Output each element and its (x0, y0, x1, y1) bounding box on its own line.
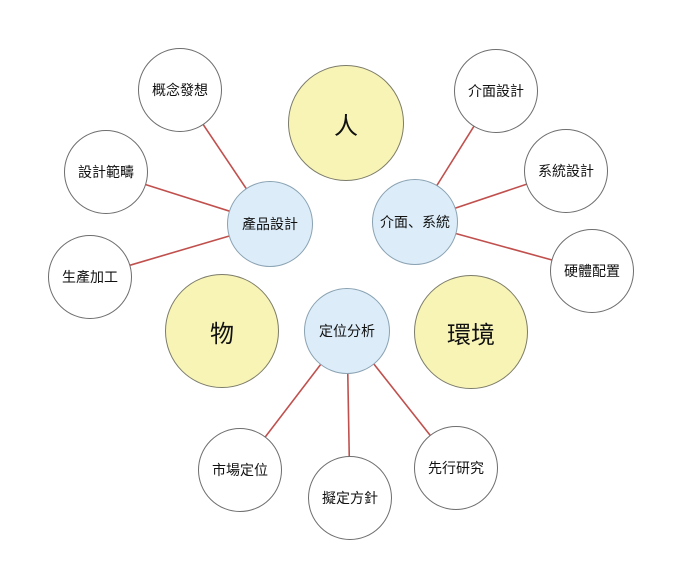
hub-node-interface-system: 介面、系統 (372, 179, 458, 265)
big-node-object: 物 (165, 274, 279, 388)
leaf-node-research: 先行研究 (414, 426, 498, 510)
leaf-node-interface-design: 介面設計 (454, 49, 538, 133)
leaf-node-concept: 概念發想 (138, 48, 222, 132)
big-node-person: 人 (288, 65, 404, 181)
leaf-node-scope: 設計範疇 (64, 130, 148, 214)
hub-node-positioning: 定位分析 (304, 288, 390, 374)
leaf-node-production: 生產加工 (48, 235, 132, 319)
big-node-environment: 環境 (414, 275, 528, 389)
leaf-node-hardware: 硬體配置 (550, 229, 634, 313)
leaf-node-market: 市場定位 (198, 428, 282, 512)
hub-node-product-design: 產品設計 (227, 181, 313, 267)
leaf-node-system-design: 系統設計 (524, 129, 608, 213)
leaf-node-policy: 擬定方針 (308, 456, 392, 540)
